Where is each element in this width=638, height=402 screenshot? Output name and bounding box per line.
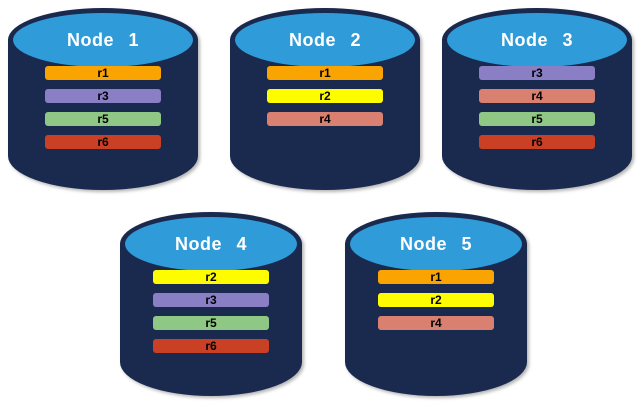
node-cylinder-4: Node 4 r2 r3 r5 r6 xyxy=(120,212,302,396)
node-cylinder-3: Node 3 r3 r4 r5 r6 xyxy=(442,8,632,190)
cylinder-top: Node 4 xyxy=(120,212,302,276)
cylinder-top: Node 1 xyxy=(8,8,198,72)
node-title: Node 5 xyxy=(399,233,472,254)
node-cylinder-1: Node 1 r1 r3 r5 r6 xyxy=(8,8,198,190)
replica-bar-r6: r6 xyxy=(153,339,269,353)
node-cylinder-2: Node 2 r1 r2 r4 xyxy=(230,8,420,190)
replica-bar-r5: r5 xyxy=(153,316,269,330)
replica-bar-r1: r1 xyxy=(378,270,494,284)
replica-bar-r1: r1 xyxy=(45,66,161,80)
node-title: Node 3 xyxy=(500,29,573,50)
cylinder-top: Node 3 xyxy=(442,8,632,72)
replica-list: r1 r2 r4 xyxy=(378,270,494,339)
node-title: Node 2 xyxy=(288,29,361,50)
replica-bar-r5: r5 xyxy=(45,112,161,126)
replica-bar-r4: r4 xyxy=(378,316,494,330)
replica-list: r2 r3 r5 r6 xyxy=(153,270,269,362)
replica-bar-r4: r4 xyxy=(479,89,595,103)
replica-bar-r2: r2 xyxy=(153,270,269,284)
cylinder-top: Node 2 xyxy=(230,8,420,72)
replica-bar-r2: r2 xyxy=(267,89,383,103)
replica-list: r1 r2 r4 xyxy=(267,66,383,135)
replica-bar-r1: r1 xyxy=(267,66,383,80)
replica-bar-r6: r6 xyxy=(479,135,595,149)
replica-bar-r2: r2 xyxy=(378,293,494,307)
replica-list: r1 r3 r5 r6 xyxy=(45,66,161,158)
replica-bar-r3: r3 xyxy=(45,89,161,103)
node-title: Node 4 xyxy=(174,233,247,254)
node-cylinder-5: Node 5 r1 r2 r4 xyxy=(345,212,527,396)
replica-list: r3 r4 r5 r6 xyxy=(479,66,595,158)
replica-bar-r3: r3 xyxy=(479,66,595,80)
replica-bar-r4: r4 xyxy=(267,112,383,126)
replica-bar-r3: r3 xyxy=(153,293,269,307)
replica-bar-r5: r5 xyxy=(479,112,595,126)
replica-bar-r6: r6 xyxy=(45,135,161,149)
node-title: Node 1 xyxy=(66,29,139,50)
cylinder-top: Node 5 xyxy=(345,212,527,276)
